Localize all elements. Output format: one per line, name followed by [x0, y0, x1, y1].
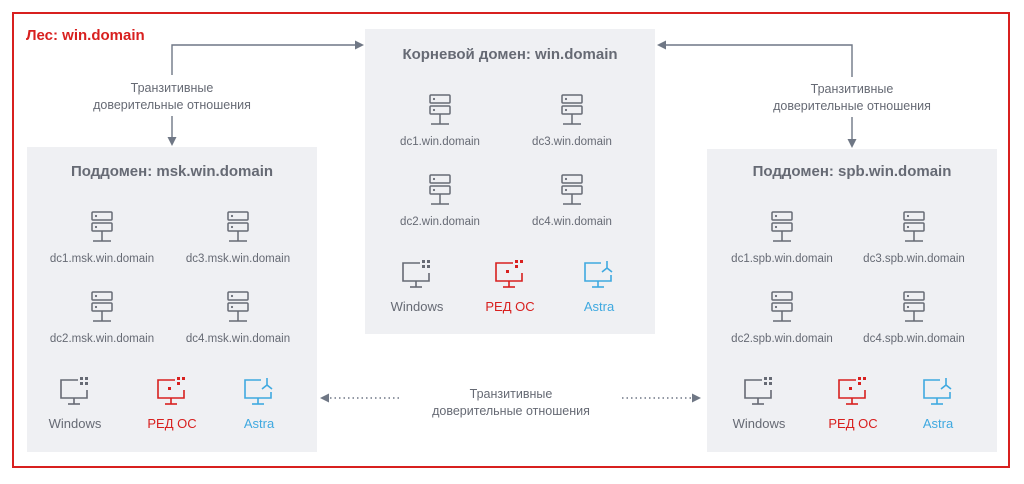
- arrowhead-right-root: [657, 40, 666, 50]
- server-dc1-msk: dc1.msk.win.domain: [27, 211, 177, 265]
- os-astra: Astra: [209, 376, 309, 431]
- trust-label-bottom: Транзитивные доверительные отношения: [432, 387, 590, 418]
- red-os-monitor-icon: [157, 377, 185, 405]
- server-label: dc4.win.domain: [532, 216, 612, 228]
- trust-arrow-root-spb: [665, 44, 853, 77]
- os-label: Windows: [390, 299, 444, 314]
- red-os-monitor-icon: [838, 377, 866, 405]
- msk-domain-panel: Поддомен: msk.win.domain dc1.msk.win.dom…: [27, 147, 317, 452]
- server-label: dc1.spb.win.domain: [731, 253, 833, 265]
- server-label: dc3.msk.win.domain: [185, 253, 291, 265]
- arrowhead-left-root: [355, 40, 364, 50]
- red-os-monitor-icon: [495, 260, 523, 288]
- os-label: Windows: [48, 416, 102, 431]
- server-dc4-msk: dc4.msk.win.domain: [163, 291, 313, 345]
- os-label: Windows: [732, 416, 786, 431]
- server-label: dc4.msk.win.domain: [185, 333, 291, 345]
- trust-arrow-root-msk: [171, 44, 356, 75]
- windows-monitor-icon: [402, 260, 430, 288]
- os-red: РЕД ОС: [122, 376, 222, 431]
- os-red: РЕД ОС: [460, 259, 560, 314]
- astra-monitor-icon: [244, 378, 273, 405]
- server-label: dc2.msk.win.domain: [49, 333, 155, 345]
- server-label: dc3.spb.win.domain: [863, 253, 965, 265]
- windows-monitor-icon: [60, 377, 88, 405]
- arrowhead-right-spb: [692, 393, 701, 403]
- server-icon: [227, 211, 249, 242]
- os-red: РЕД ОС: [803, 376, 903, 431]
- server-icon: [91, 211, 113, 242]
- msk-domain-title: Поддомен: msk.win.domain: [70, 163, 274, 180]
- os-windows: Windows: [709, 376, 809, 431]
- os-label: Astra: [922, 416, 954, 431]
- windows-monitor-icon: [744, 377, 772, 405]
- trust-label-left: Транзитивные доверительные отношения: [93, 81, 251, 112]
- server-dc3-root: dc3.win.domain: [497, 94, 647, 148]
- astra-monitor-icon: [584, 261, 613, 288]
- forest-frame: [12, 12, 1010, 468]
- os-label: РЕД ОС: [828, 416, 878, 431]
- server-label: dc1.msk.win.domain: [49, 253, 155, 265]
- server-label: dc2.spb.win.domain: [731, 333, 833, 345]
- server-icon: [771, 291, 793, 322]
- server-dc4-spb: dc4.spb.win.domain: [839, 291, 989, 345]
- server-label: dc3.win.domain: [532, 136, 612, 148]
- server-dc2-root: dc2.win.domain: [365, 174, 515, 228]
- server-icon: [91, 291, 113, 322]
- os-label: Astra: [583, 299, 615, 314]
- spb-domain-panel: Поддомен: spb.win.domain dc1.spb.win.dom…: [707, 149, 997, 452]
- server-icon: [227, 291, 249, 322]
- server-icon: [771, 211, 793, 242]
- server-dc4-root: dc4.win.domain: [497, 174, 647, 228]
- server-label: dc2.win.domain: [400, 216, 480, 228]
- os-windows: Windows: [367, 259, 467, 314]
- server-dc1-spb: dc1.spb.win.domain: [707, 211, 857, 265]
- server-icon: [561, 174, 583, 205]
- server-label: dc1.win.domain: [400, 136, 480, 148]
- server-icon: [903, 211, 925, 242]
- server-dc2-spb: dc2.spb.win.domain: [707, 291, 857, 345]
- root-domain-panel: Корневой домен: win.domain dc1.win.domai…: [365, 29, 655, 334]
- arrowhead-left-msk: [320, 393, 329, 403]
- os-label: РЕД ОС: [147, 416, 197, 431]
- spb-domain-title: Поддомен: spb.win.domain: [752, 163, 952, 180]
- trust-label-right: Транзитивные доверительные отношения: [773, 82, 931, 113]
- server-dc3-spb: dc3.spb.win.domain: [839, 211, 989, 265]
- server-icon: [903, 291, 925, 322]
- forest-title: Лес: win.domain: [26, 27, 145, 44]
- arrowhead-down-msk: [167, 137, 177, 146]
- os-windows: Windows: [25, 376, 125, 431]
- server-label: dc4.spb.win.domain: [863, 333, 965, 345]
- server-dc3-msk: dc3.msk.win.domain: [163, 211, 313, 265]
- os-astra: Astra: [549, 259, 649, 314]
- os-label: РЕД ОС: [485, 299, 535, 314]
- server-dc2-msk: dc2.msk.win.domain: [27, 291, 177, 345]
- os-label: Astra: [243, 416, 275, 431]
- os-astra: Astra: [888, 376, 988, 431]
- server-icon: [429, 94, 451, 125]
- root-domain-title: Корневой домен: win.domain: [402, 46, 618, 63]
- server-icon: [429, 174, 451, 205]
- server-icon: [561, 94, 583, 125]
- server-dc1-root: dc1.win.domain: [365, 94, 515, 148]
- arrowhead-down-spb: [847, 139, 857, 148]
- astra-monitor-icon: [923, 378, 952, 405]
